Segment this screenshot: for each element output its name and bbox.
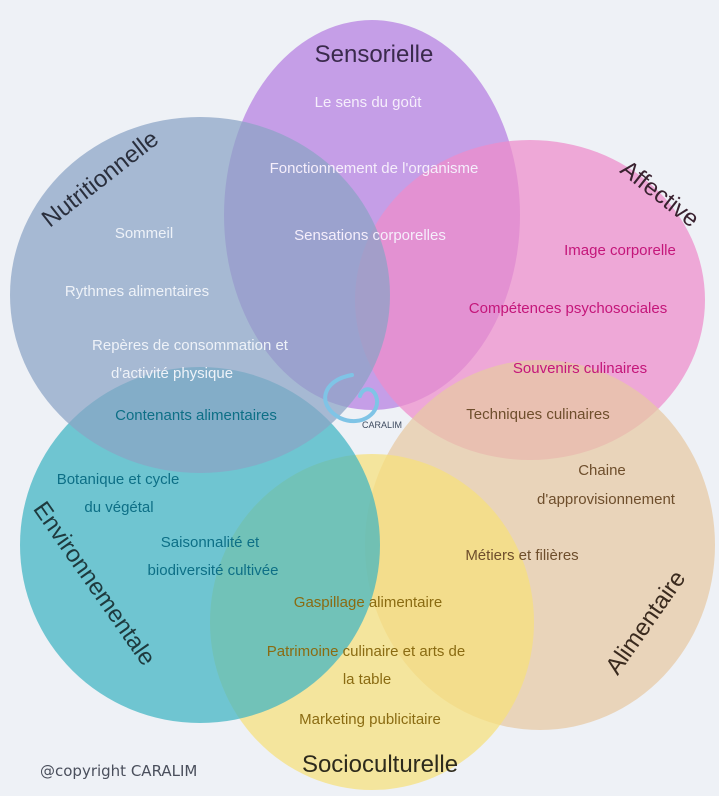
environnementale-item: Saisonnalité et: [161, 534, 260, 551]
affective-item: Image corporelle: [564, 242, 676, 259]
nutritionnelle-item: Rythmes alimentaires: [65, 283, 209, 300]
alimentaire-item: d'approvisionnement: [537, 491, 676, 508]
petal-nutritionnelle: [10, 117, 390, 473]
alimentaire-item: Techniques culinaires: [466, 406, 609, 423]
logo-text: CARALIM: [362, 420, 402, 430]
environnementale-item: biodiversité cultivée: [148, 562, 279, 579]
alimentaire-item: Chaine: [578, 462, 626, 479]
sensorielle-item: Fonctionnement de l'organisme: [270, 160, 479, 177]
nutritionnelle-item: Sommeil: [115, 225, 173, 242]
sensorielle-item: Le sens du goût: [315, 94, 423, 111]
socioculturelle-item: Marketing publicitaire: [299, 711, 441, 728]
nutritionnelle-item: Repères de consommation et: [92, 337, 289, 354]
logo-swirl-icon: [323, 373, 380, 424]
alimentaire-item: Métiers et filières: [465, 547, 578, 564]
environnementale-item: du végétal: [84, 499, 153, 516]
nutritionnelle-item: d'activité physique: [111, 365, 233, 382]
socioculturelle-item: la table: [343, 671, 391, 688]
socioculturelle-item: Patrimoine culinaire et arts de: [267, 643, 465, 660]
petal-environnementale: [20, 367, 380, 723]
caralim-logo: CARALIM: [323, 373, 402, 430]
socioculturelle-item: Gaspillage alimentaire: [294, 594, 442, 611]
socioculturelle-title: Socioculturelle: [302, 751, 458, 778]
sensorielle-item: Sensations corporelles: [294, 227, 446, 244]
affective-item: Compétences psychosociales: [469, 300, 667, 317]
copyright-notice: @copyright CARALIM: [40, 762, 198, 780]
sensorielle-title: Sensorielle: [315, 41, 434, 68]
nutritionnelle-item: Contenants alimentaires: [115, 407, 277, 424]
environnementale-item: Botanique et cycle: [57, 471, 180, 488]
affective-item: Souvenirs culinaires: [513, 360, 647, 377]
